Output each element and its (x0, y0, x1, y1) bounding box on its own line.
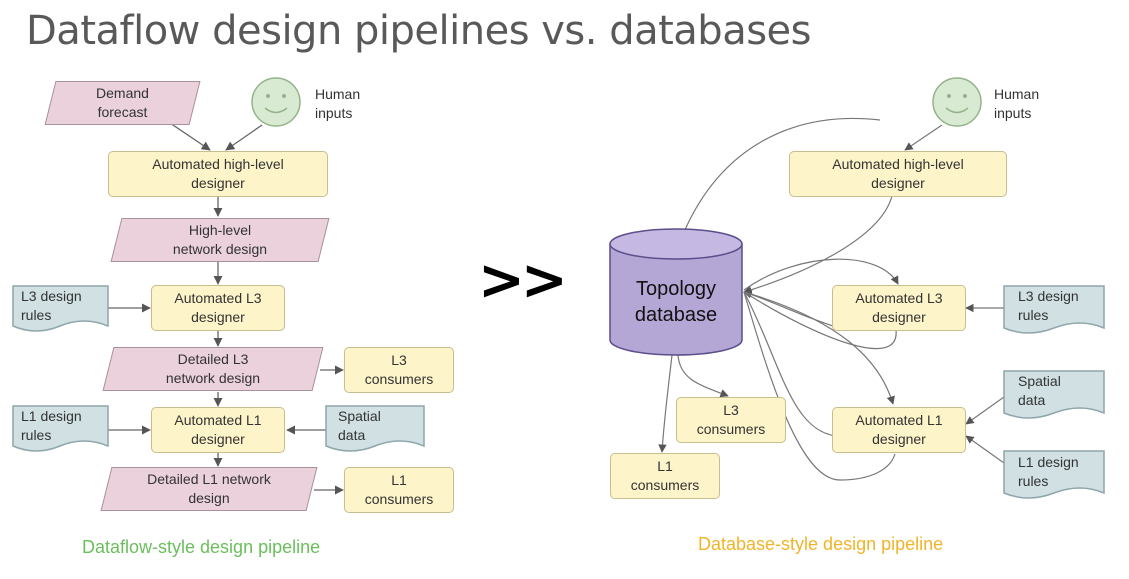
doc-shape-spatial-left (325, 405, 425, 452)
demand-forecast-node: Demand forecast (50, 81, 195, 125)
automated-l1-designer-right: Automated L1 designer (832, 407, 966, 453)
edge-l1rules-to-l1-r (965, 435, 1005, 464)
topology-database-label: Topology database (634, 278, 718, 326)
smiley-icon (251, 77, 301, 127)
doc-shape-spatial-right (1003, 370, 1105, 419)
high-level-network-design-node: High-level network design (116, 218, 324, 262)
edge-l3-to-db-2 (743, 291, 897, 350)
edge-db-to-l1consumers (658, 354, 673, 453)
dataflow-caption: Dataflow-style design pipeline (82, 537, 321, 557)
l1-consumers-left: L1 consumers (344, 467, 454, 513)
smiley-icon (932, 77, 982, 127)
edge-db-l1-2 (743, 291, 837, 437)
spatial-data-right: Spatial data (1018, 373, 1061, 408)
database-caption: Database-style design pipeline (698, 534, 944, 554)
detailed-l3-network-design-node: Detailed L3 network design (108, 347, 318, 391)
doc-shape-l1-rules-left (12, 405, 109, 452)
l3-consumers-right: L3 consumers (676, 397, 786, 443)
l1-consumers-right: L1 consumers (610, 453, 720, 499)
edge-l1-to-db (743, 291, 896, 481)
l3-consumers-left: L3 consumers (344, 347, 454, 393)
l1-design-rules-right: L1 design rules (1018, 454, 1079, 489)
edge-demand-to-highlevel (169, 122, 211, 151)
edge-human-to-highlevel-r (904, 124, 943, 151)
edge-highlevel-to-db (743, 195, 893, 294)
edge-spatial-to-l1-r (965, 396, 1005, 425)
detailed-l1-network-design-node: Detailed L1 network design (106, 467, 312, 511)
automated-l3-designer-left: Automated L3 designer (151, 285, 285, 331)
automated-high-level-designer-left: Automated high-level designer (108, 151, 328, 197)
automated-l3-designer-right: Automated L3 designer (832, 285, 966, 331)
doc-shape-l1-rules-right (1003, 450, 1105, 499)
topology-database-shape (609, 228, 743, 356)
much-greater-than-symbol: >> (478, 248, 568, 313)
human-inputs-label-right: Human inputs (994, 86, 1040, 121)
edge-human-to-highlevel (225, 124, 263, 151)
doc-shape-l3-rules-left (12, 285, 109, 332)
edge-db-to-highlevel (683, 117, 881, 233)
l3-design-rules-right: L3 design rules (1018, 288, 1079, 323)
right-connectors (658, 117, 1005, 481)
spatial-data-left: Spatial data (338, 408, 381, 443)
l1-design-rules-left: L1 design rules (21, 408, 82, 443)
slide-title: Dataflow design pipelines vs. databases (26, 8, 812, 54)
doc-shape-l3-rules-right (1003, 285, 1105, 334)
left-connectors (108, 122, 344, 495)
edge-db-to-l1 (743, 291, 895, 405)
edge-db-to-l3 (743, 258, 899, 291)
document-shapes (12, 285, 1105, 499)
automated-l1-designer-left: Automated L1 designer (151, 407, 285, 453)
l3-design-rules-left: L3 design rules (21, 288, 82, 323)
edge-db-to-l3consumers (677, 354, 729, 398)
automated-high-level-designer-right: Automated high-level designer (789, 151, 1007, 197)
human-inputs-label-left: Human inputs (315, 86, 361, 121)
